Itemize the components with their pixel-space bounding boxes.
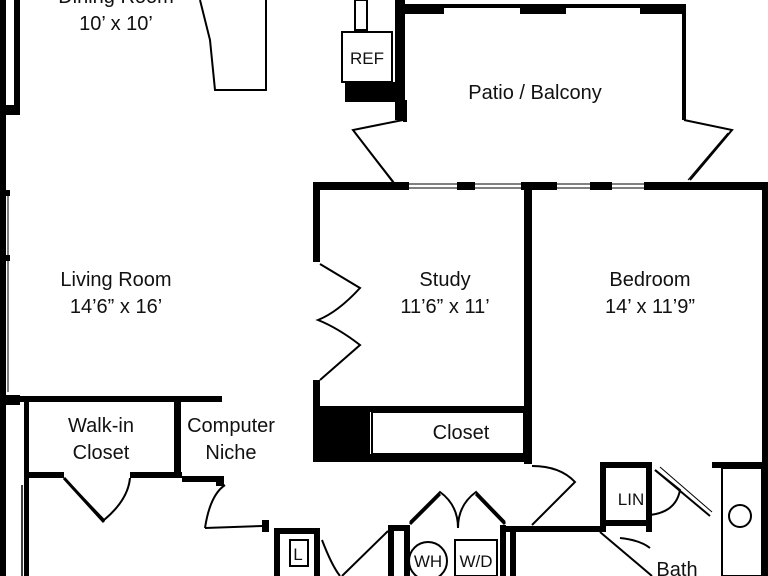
bedroom-size: 14’ x 11’9” xyxy=(605,296,695,318)
wh-label: WH xyxy=(414,552,442,571)
living-room-size: 14’6” x 16’ xyxy=(70,296,162,318)
laundry-double-door xyxy=(408,490,507,529)
walk-in-line1: Walk-in xyxy=(68,415,134,437)
hall-door-swing xyxy=(204,484,263,529)
study-bedroom-windows xyxy=(409,183,644,189)
wd-label: W/D xyxy=(459,552,492,571)
kitchen-island xyxy=(199,0,267,91)
study-bifold-door xyxy=(315,263,362,381)
living-bottom-wall xyxy=(0,396,222,576)
linen-fixture: L xyxy=(289,539,309,567)
refrigerator: REF xyxy=(341,31,395,102)
study-closet xyxy=(371,407,525,455)
l-label: L xyxy=(293,545,302,564)
hall-walls xyxy=(182,476,269,532)
study-bedroom-top-wall xyxy=(313,182,768,190)
walk-in-line2: Closet xyxy=(73,442,130,464)
patio-railing-left xyxy=(351,119,404,183)
bedroom-name: Bedroom xyxy=(609,269,690,291)
study-size: 11’6” x 11’ xyxy=(400,296,489,318)
water-heater: WH xyxy=(408,541,448,576)
lin-label: LIN xyxy=(618,490,644,509)
study-label: Study 11’6” x 11’ xyxy=(400,269,489,318)
study-walls xyxy=(313,182,532,464)
kitchen-wall xyxy=(354,0,405,120)
living-room-label: Living Room 14’6” x 16’ xyxy=(60,269,171,318)
left-exterior-wall xyxy=(0,0,20,576)
study-closet-label: Closet xyxy=(433,422,490,444)
computer-niche-label: Computer Niche xyxy=(187,415,275,464)
living-room-name: Living Room xyxy=(60,269,171,291)
bedroom-door-swing xyxy=(531,465,577,526)
patio-label: Patio / Balcony xyxy=(468,82,601,104)
laundry-walls xyxy=(274,525,604,576)
dining-room-size: 10’ x 10’ xyxy=(79,13,153,35)
ref-label: REF xyxy=(350,49,384,68)
bedroom-label: Bedroom 14’ x 11’9” xyxy=(605,269,695,318)
bath-walls xyxy=(600,462,768,532)
walk-in-closet-label: Walk-in Closet xyxy=(68,415,134,464)
bath-door xyxy=(654,466,713,517)
niche-line1: Computer xyxy=(187,415,275,437)
dining-room-label: Dining Room 10’ x 10’ xyxy=(58,0,174,35)
dining-room-name: Dining Room xyxy=(58,0,174,8)
right-exterior-wall xyxy=(762,182,768,576)
bath-label: Bath xyxy=(656,559,697,576)
patio-walls xyxy=(400,4,686,122)
bath-fixture xyxy=(721,467,763,576)
bath-door-swing xyxy=(599,531,653,576)
left-windows xyxy=(3,196,9,392)
patio-railing-right xyxy=(683,119,734,181)
niche-line2: Niche xyxy=(205,442,256,464)
laundry-door-swing xyxy=(321,530,389,576)
study-name: Study xyxy=(419,269,470,291)
walk-in-closet-door xyxy=(62,476,131,524)
washer-dryer: W/D xyxy=(454,539,498,576)
